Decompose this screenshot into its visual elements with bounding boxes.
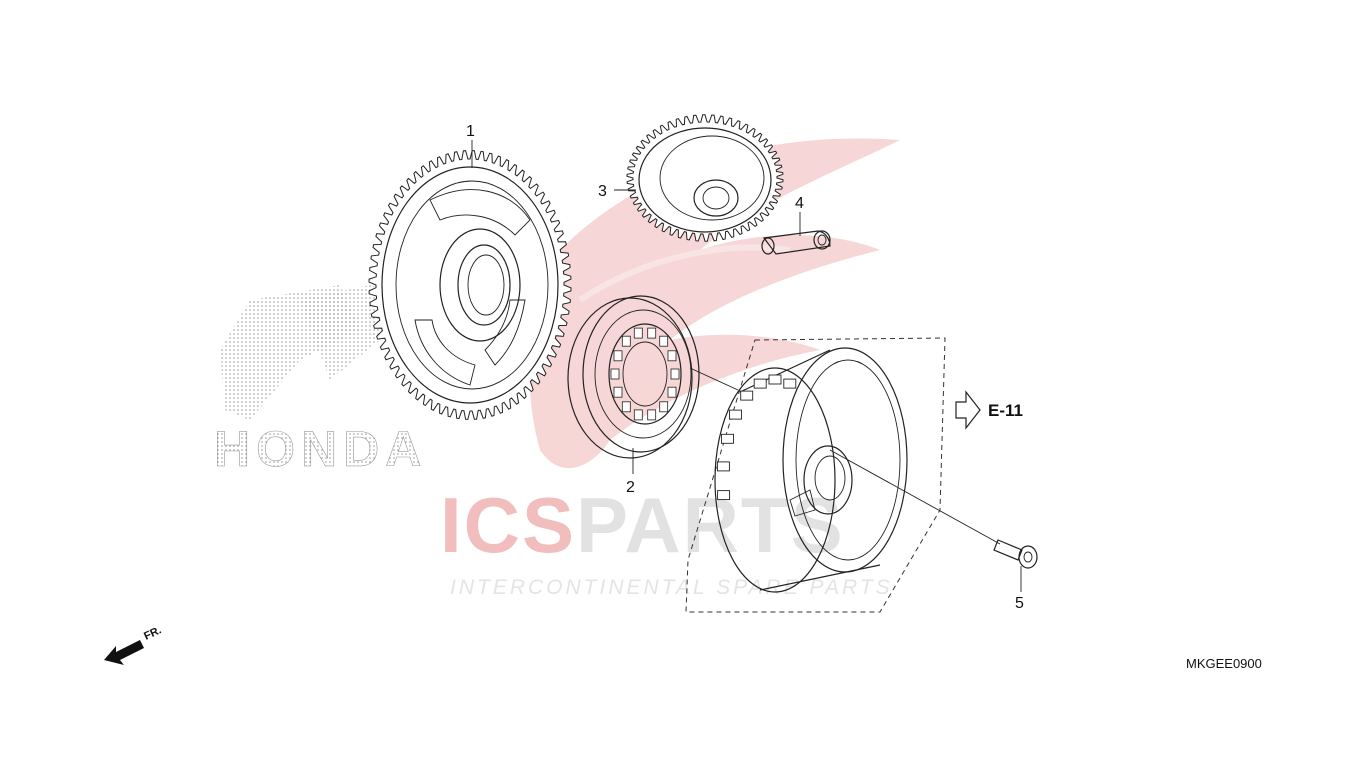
assembly-lines (689, 367, 1001, 545)
clutch-rollers (610, 327, 680, 421)
clutch-roller (621, 335, 631, 347)
outer-slot (783, 378, 797, 389)
clutch-roller (613, 386, 623, 398)
front-arrow-icon (104, 640, 144, 665)
clutch-roller (633, 327, 643, 339)
outer-slots (716, 374, 797, 501)
svg-text:ICSPARTS: ICSPARTS (440, 481, 845, 569)
part-5-bolt (993, 539, 1038, 569)
callout-5: 5 (1015, 595, 1024, 612)
clutch-roller (670, 368, 680, 380)
watermark-brand-grey: PARTS (576, 481, 845, 569)
callout-1: 1 (466, 123, 475, 140)
diagram-code: MKGEE0900 (1186, 656, 1262, 671)
clutch-roller (647, 409, 657, 421)
clutch-roller (647, 327, 657, 339)
clutch-roller (610, 368, 620, 380)
gear-3-teeth (626, 114, 784, 242)
honda-wing-watermark (529, 138, 900, 469)
reference-label: E-11 (988, 401, 1023, 420)
reference-arrow: E-11 (955, 390, 1023, 430)
callout-2: 2 (626, 479, 635, 496)
outer-slot (716, 461, 730, 472)
part-3-starter-idle-gear (626, 114, 784, 242)
gear-1-teeth (368, 150, 572, 420)
callout-4: 4 (795, 195, 804, 212)
outer-slot (717, 490, 731, 501)
clutch-roller (659, 401, 669, 413)
clutch-roller (633, 409, 643, 421)
watermark-brand-red: ICS (440, 481, 576, 569)
outer-slot (740, 390, 754, 401)
icsparts-watermark: ICSPARTS INTERCONTINENTAL SPARE PARTS (440, 481, 893, 599)
part-1-starter-driven-gear (368, 150, 572, 420)
outer-slot (729, 409, 742, 420)
gear1-teeth-outline (368, 150, 572, 420)
hollow-arrow-icon (955, 390, 981, 430)
starter-clutch-outer-assembly (714, 347, 908, 593)
front-indicator: FR. (104, 624, 163, 665)
clutch-roller (667, 386, 677, 398)
callout-3: 3 (598, 183, 607, 200)
part-2-one-way-clutch (567, 295, 700, 459)
part-4-idle-gear-shaft (761, 230, 831, 255)
outer-slot (721, 433, 734, 444)
outer-slot (768, 374, 782, 385)
watermark-tagline: INTERCONTINENTAL SPARE PARTS (450, 576, 893, 599)
assembly-boundary-dashed (685, 337, 946, 613)
outer-slot (753, 378, 767, 389)
leader-lines (471, 140, 1022, 592)
clutch-roller (667, 350, 677, 362)
clutch-roller (613, 350, 623, 362)
gear3-teeth-outline (626, 114, 784, 242)
clutch-roller (621, 401, 631, 413)
clutch-roller (659, 335, 669, 347)
front-label: FR. (142, 624, 163, 642)
honda-logo-text: HONDA (214, 421, 427, 477)
